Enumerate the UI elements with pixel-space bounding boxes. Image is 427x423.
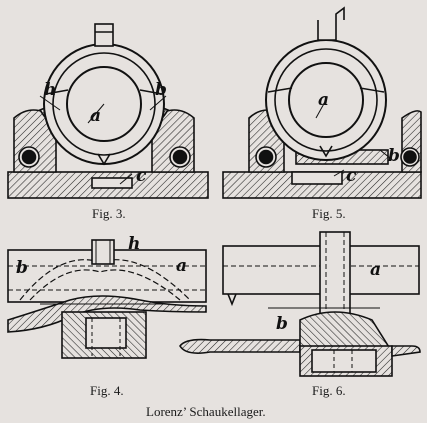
fig-3-drawing: [7, 23, 209, 199]
fig5-label-b: b: [388, 146, 400, 166]
fig-6-caption: Fig. 6.: [312, 383, 346, 398]
fig-5-drawing: [222, 6, 422, 199]
fig6-label-a: a: [370, 260, 382, 280]
fig5-label-a: a: [318, 90, 330, 110]
fig6-label-b: b: [276, 314, 288, 334]
fig3-label-b: b: [155, 80, 167, 100]
fig3-label-h: h: [44, 80, 57, 100]
fig4-label-b: b: [16, 258, 28, 278]
fig4-label-a: a: [176, 256, 188, 276]
fig-4-drawing: [7, 239, 207, 359]
fig-5-caption: Fig. 5.: [312, 206, 346, 221]
fig4-label-h: h: [128, 234, 141, 254]
plate-title: Lorenz’ Schaukellager.: [146, 404, 266, 419]
fig-3-caption: Fig. 3.: [92, 206, 126, 221]
fig5-label-c: c: [346, 166, 357, 186]
fig-4-caption: Fig. 4.: [90, 383, 124, 398]
fig3-label-c: c: [136, 166, 147, 186]
fig-6-drawing: [179, 231, 421, 377]
fig3-label-a: a: [90, 106, 102, 126]
